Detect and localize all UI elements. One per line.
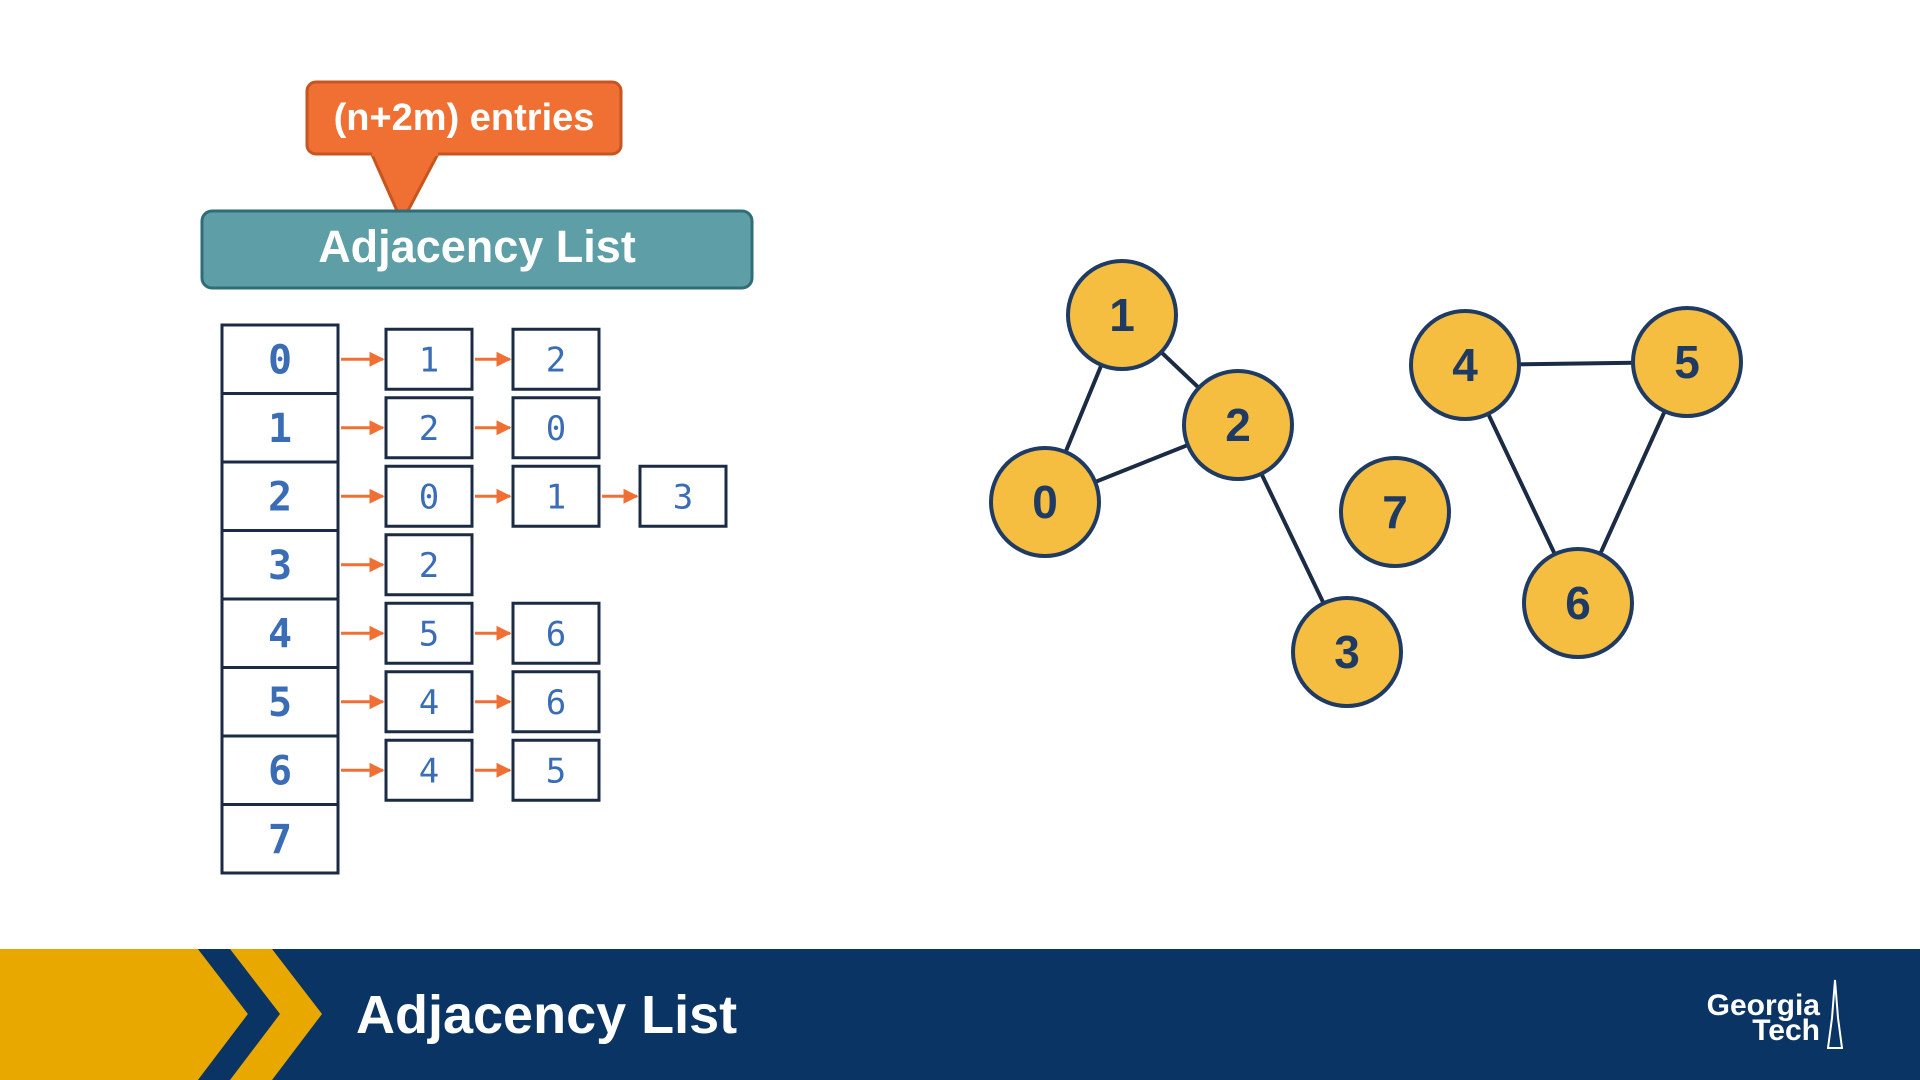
neighbor-cell (384, 533, 474, 597)
neighbor-label: 0 (419, 477, 439, 517)
graph-node: 3 (1291, 596, 1403, 708)
graph-node: 7 (1339, 456, 1451, 568)
adjacency-row: 5 4 6 (220, 666, 601, 738)
chevron-icon-accent (230, 949, 322, 1080)
vertex-index-cell (220, 323, 340, 395)
neighbor-cell (384, 327, 474, 391)
vertex-index-label: 3 (268, 543, 292, 589)
footer-bar: Adjacency List Georgia Tech (0, 949, 1920, 1080)
neighbor-cell (511, 738, 601, 802)
tower-icon (1826, 979, 1844, 1049)
footer-accent (0, 949, 248, 1080)
neighbor-cell (384, 738, 474, 802)
graph-node-circle (1409, 309, 1521, 421)
neighbor-cell (384, 601, 474, 665)
neighbor-cell (511, 396, 601, 460)
vertex-index-cell (220, 460, 340, 532)
graph-node: 6 (1522, 547, 1634, 659)
neighbor-label: 5 (546, 751, 566, 791)
graph-node-circle (1066, 259, 1178, 371)
graph-node-label: 6 (1565, 577, 1591, 629)
graph-node-label: 3 (1334, 626, 1360, 678)
graph-node-label: 5 (1674, 336, 1700, 388)
graph-node-circle (1631, 306, 1743, 418)
graph-node-label: 0 (1032, 476, 1058, 528)
graph-node-circle (1291, 596, 1403, 708)
neighbor-label: 0 (546, 409, 566, 449)
graph-node-label: 7 (1382, 486, 1408, 538)
list-title-bar: Adjacency List (200, 209, 754, 290)
callout-text: (n+2m) entries (334, 97, 595, 139)
neighbor-cell (511, 670, 601, 734)
adjacency-row: 4 5 6 (220, 597, 601, 669)
logo-line1: Georgia (1707, 989, 1821, 1022)
callout-box (305, 80, 623, 156)
graph-node: 0 (989, 446, 1101, 558)
neighbor-label: 5 (419, 614, 439, 654)
graph-node: 2 (1182, 369, 1294, 481)
graph-node-circle (989, 446, 1101, 558)
adjacency-row: 7 (220, 803, 340, 875)
graph-node: 5 (1631, 306, 1743, 418)
georgia-tech-logo: Georgia Tech (1707, 979, 1844, 1049)
vertex-index-label: 7 (268, 817, 292, 863)
neighbor-cell (384, 670, 474, 734)
graph-node-circle (1522, 547, 1634, 659)
neighbor-label: 4 (419, 751, 439, 791)
neighbor-label: 3 (673, 477, 693, 517)
vertex-index-label: 4 (268, 611, 292, 657)
neighbor-cell (511, 464, 601, 528)
neighbor-label: 6 (546, 614, 566, 654)
graph-node-label: 2 (1225, 399, 1251, 451)
vertex-index-cell (220, 597, 340, 669)
adjacency-row: 1 2 0 (220, 392, 601, 464)
vertex-index-label: 6 (268, 748, 292, 794)
neighbor-label: 2 (419, 546, 439, 586)
callout: (n+2m) entries (305, 80, 623, 226)
neighbor-label: 1 (419, 340, 439, 380)
chevron-icon (198, 949, 280, 1080)
neighbor-cell (511, 601, 601, 665)
neighbor-label: 6 (546, 683, 566, 723)
graph-node-circle (1339, 456, 1451, 568)
graph-node: 4 (1409, 309, 1521, 421)
neighbor-cell (384, 464, 474, 528)
vertex-index-cell (220, 392, 340, 464)
neighbor-cell (511, 327, 601, 391)
graph-node-label: 4 (1452, 339, 1478, 391)
vertex-index-label: 5 (268, 680, 292, 726)
graph-node-circle (1182, 369, 1294, 481)
neighbor-label: 4 (419, 683, 439, 723)
vertex-index-cell (220, 666, 340, 738)
graph-nodes: 0 1 2 3 4 5 6 7 (989, 259, 1743, 708)
neighbor-label: 2 (546, 340, 566, 380)
footer-title: Adjacency List (356, 985, 737, 1045)
neighbor-cell (384, 396, 474, 460)
list-title-text: Adjacency List (318, 221, 636, 272)
graph-node-label: 1 (1109, 289, 1135, 341)
logo-line2: Tech (1752, 1014, 1820, 1047)
graph-node: 1 (1066, 259, 1178, 371)
vertex-index-label: 2 (268, 474, 292, 520)
adjacency-row: 6 4 5 (220, 734, 601, 806)
neighbor-label: 1 (546, 477, 566, 517)
vertex-index-label: 0 (268, 337, 292, 383)
neighbor-label: 2 (419, 409, 439, 449)
vertex-index-cell (220, 529, 340, 601)
vertex-index-label: 1 (268, 406, 292, 452)
vertex-index-cell (220, 803, 340, 875)
adjacency-row: 0 1 2 (220, 323, 601, 395)
graph-diagram: 0 1 2 3 4 5 6 7 (989, 259, 1743, 708)
neighbor-cell (638, 464, 728, 528)
